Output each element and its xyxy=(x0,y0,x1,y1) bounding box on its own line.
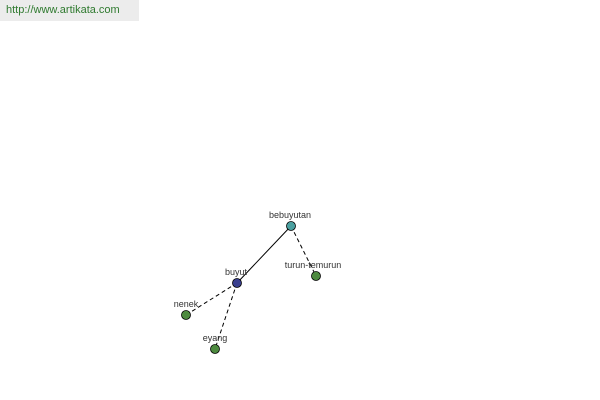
edge-buyut-eyang xyxy=(214,282,238,350)
nodes-layer xyxy=(181,221,321,354)
node-label-nenek: nenek xyxy=(174,299,199,309)
edge-bebuyutan-turun-temurun xyxy=(290,225,317,277)
edge-buyut-nenek xyxy=(185,282,238,316)
node-label-bebuyutan: bebuyutan xyxy=(269,210,311,220)
node-nenek[interactable] xyxy=(181,310,191,320)
node-eyang[interactable] xyxy=(210,344,220,354)
node-label-eyang: eyang xyxy=(203,333,228,343)
labels-layer: bebuyutan buyut turun-temurun nenek eyang xyxy=(174,210,342,343)
node-buyut[interactable] xyxy=(232,278,242,288)
node-turun-temurun[interactable] xyxy=(311,271,321,281)
node-bebuyutan[interactable] xyxy=(286,221,296,231)
watermark-url[interactable]: http://www.artikata.com xyxy=(0,0,139,21)
edges-layer xyxy=(185,225,317,350)
edge-bebuyutan-buyut xyxy=(236,225,292,284)
node-label-buyut: buyut xyxy=(225,267,248,277)
node-label-turun-temurun: turun-temurun xyxy=(285,260,342,270)
